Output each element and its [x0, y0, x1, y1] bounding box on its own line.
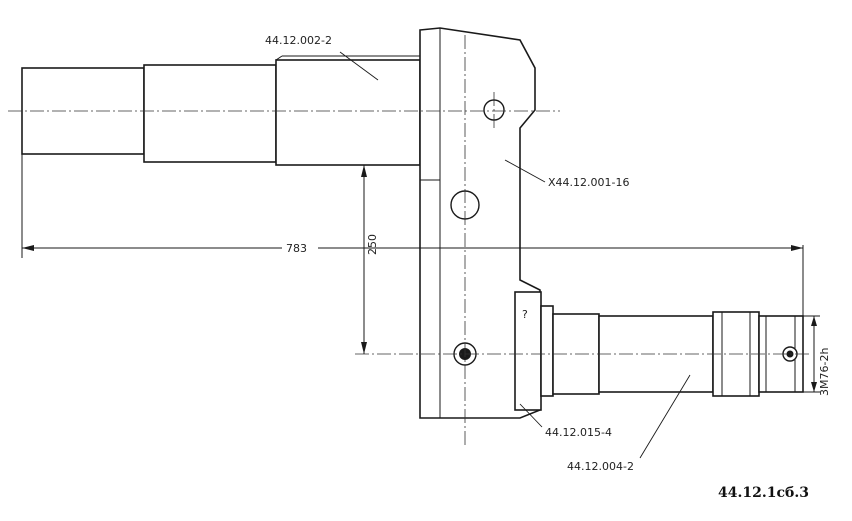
small-mark: ? — [522, 308, 528, 321]
collar-body — [514, 291, 542, 411]
axis-offset-value: 250 — [366, 234, 379, 255]
collar: ? — [514, 291, 554, 411]
lower-shaft-label: 44.12.004-2 — [567, 460, 634, 473]
overall-length-value: 783 — [286, 242, 307, 255]
dimension-axis-offset: 250 — [361, 165, 379, 354]
center-lines — [8, 35, 812, 445]
sheet-id: 44.12.1сб.3 — [718, 485, 809, 501]
bracket-outline — [419, 27, 541, 419]
upper-shaft-step-3 — [275, 59, 421, 166]
upper-shaft — [21, 55, 421, 166]
dimension-overall-length: 783 — [21, 154, 804, 316]
bracket-label: X44.12.001-16 — [548, 176, 630, 189]
thread-label: 3M76-2h — [818, 348, 831, 396]
collar-label: 44.12.015-4 — [545, 426, 612, 439]
upper-shaft-step-2 — [143, 64, 277, 163]
dimension-thread: 3M76-2h — [803, 315, 831, 396]
lower-shaft — [552, 311, 804, 397]
upper-shaft-label: 44.12.002-2 — [265, 34, 332, 47]
collar-ring — [540, 305, 554, 397]
leaders — [339, 51, 691, 459]
